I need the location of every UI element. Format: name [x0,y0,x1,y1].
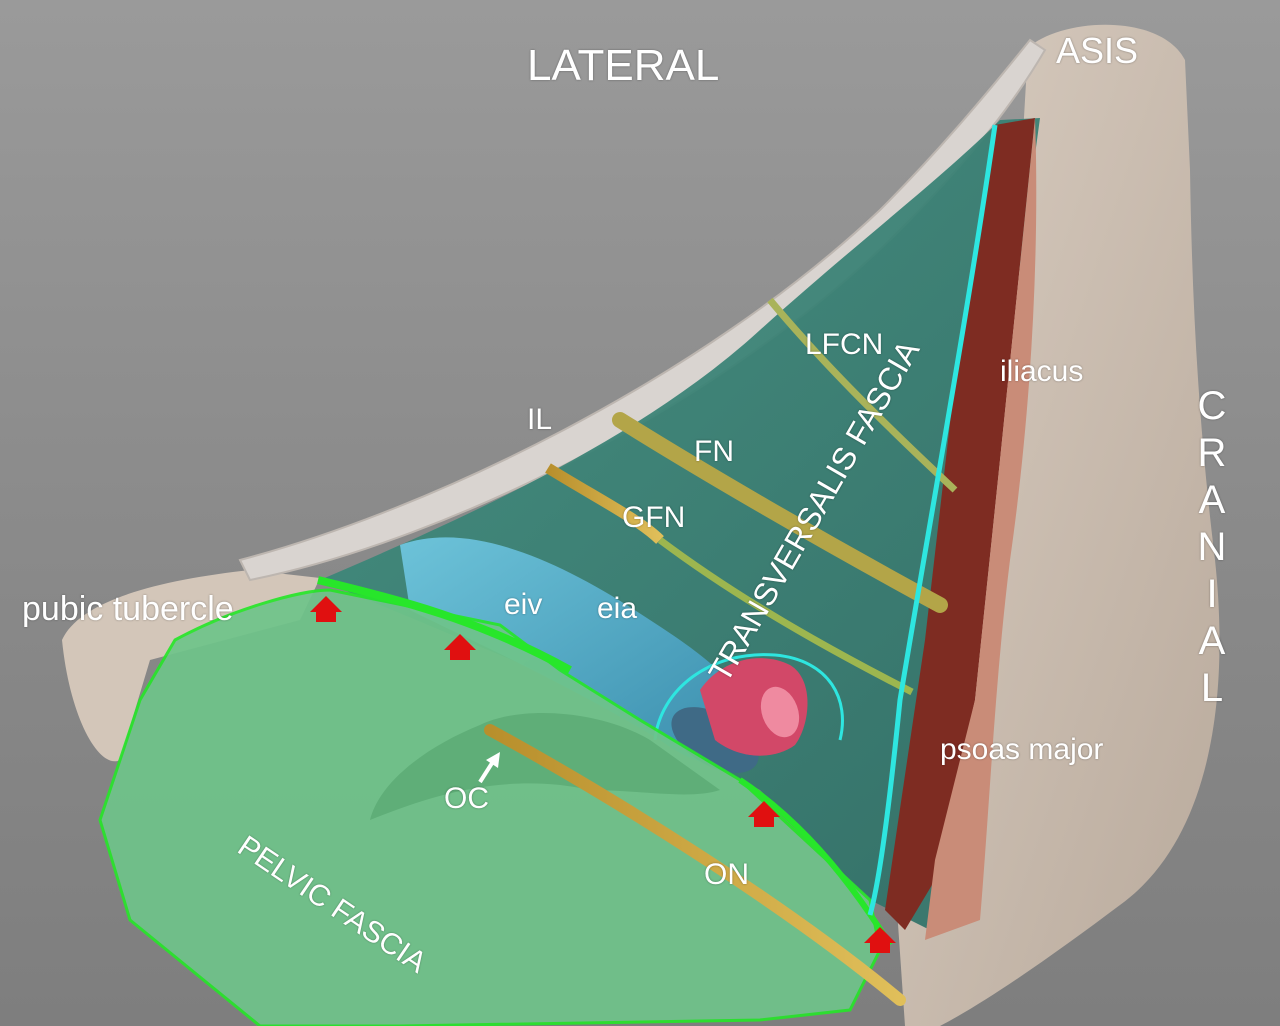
label-on: ON [704,858,749,891]
fn-nerve [612,412,948,613]
label-cranial-letter: A [1198,619,1226,663]
label-eiv: eiv [504,588,543,621]
label-cranial: C R A N I A L [1192,383,1232,712]
iliopectineal-line-lower [738,777,893,947]
label-eia: eia [597,592,638,625]
label-cranial-letter: I [1206,572,1218,616]
iliopsoas-muscle [885,118,1035,930]
label-oc: OC [444,782,489,815]
label-il: IL [527,403,553,436]
iliac-fossa-fascia [320,118,1040,930]
label-cranial-letter: N [1197,525,1227,569]
red-arrow-icon [444,634,476,660]
pelvic-fascia [98,588,882,1026]
label-fn: FN [694,435,734,468]
transversalis-fascia-line [867,124,998,916]
label-cranial-letter: C [1197,384,1227,428]
red-arrow-icon [310,596,342,622]
artery-lumen [760,686,800,738]
red-arrow-icon [748,801,780,827]
iliopectineal-line [317,576,572,674]
label-lateral: LATERAL [527,41,720,90]
obturator-nerve [484,724,906,1006]
red-arrow-icon [864,927,896,953]
label-pubic-tubercle: pubic tubercle [22,590,234,628]
label-gfn: GFN [622,501,686,534]
gfn-branch [657,537,914,696]
label-cranial-letter: A [1198,478,1226,522]
label-cranial-letter: L [1200,666,1224,710]
label-psoas-major: psoas major [940,733,1104,766]
gfn-nerve [545,463,664,544]
white-arrow-icon [478,752,500,784]
label-asis: ASIS [1056,30,1139,71]
vessel-sheath-outline [653,653,844,741]
label-lfcn: LFCN [805,328,884,361]
iliacus-psoas-muscle [925,118,1037,940]
label-iliacus: iliacus [1000,355,1084,388]
lfcn-nerve [767,297,958,493]
label-cranial-letter: R [1197,431,1227,475]
